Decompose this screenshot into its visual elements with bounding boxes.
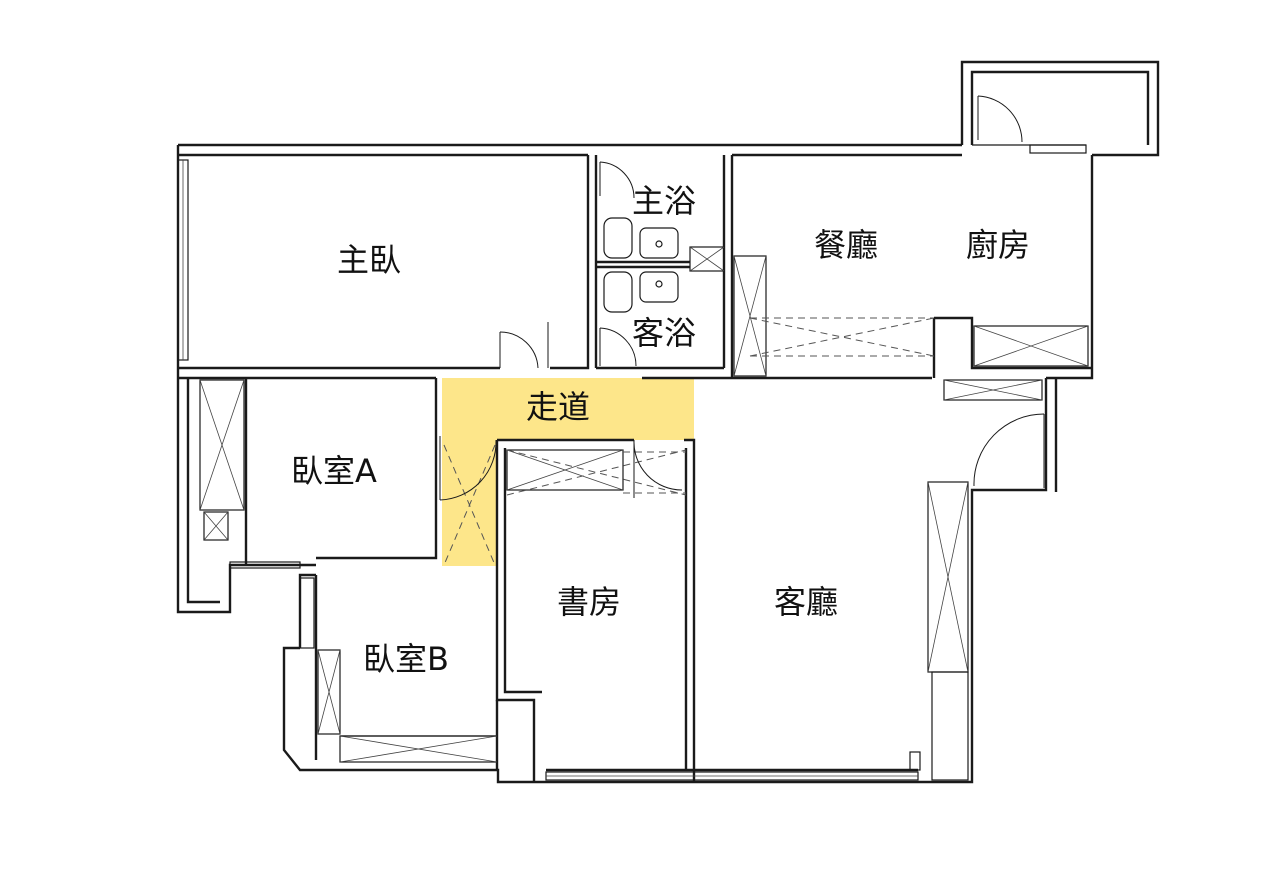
overhead-dashed <box>443 317 935 566</box>
doors <box>439 95 1045 501</box>
outer-walls <box>176 60 1160 784</box>
toilet-icon <box>603 217 633 259</box>
room-label-hallway: 走道 <box>526 388 590 426</box>
room-label-guest-bath: 客浴 <box>632 314 696 352</box>
room-label-living: 客廳 <box>774 583 838 621</box>
room-label-bedroom-b: 臥室B <box>363 640 449 678</box>
room-label-study: 書房 <box>557 583 621 621</box>
toilet-icon <box>603 271 633 313</box>
room-label-kitchen: 廚房 <box>966 226 1030 264</box>
bath-fixtures <box>603 217 679 313</box>
sink-icon <box>639 227 679 259</box>
room-label-master-bedroom: 主臥 <box>337 241 401 279</box>
wardrobes <box>199 255 1089 781</box>
room-label-bedroom-a: 臥室A <box>291 452 377 490</box>
windows <box>177 144 1087 781</box>
room-label-master-bath: 主浴 <box>632 182 696 220</box>
room-label-dining: 餐廳 <box>814 226 878 264</box>
sink-icon <box>639 271 679 303</box>
